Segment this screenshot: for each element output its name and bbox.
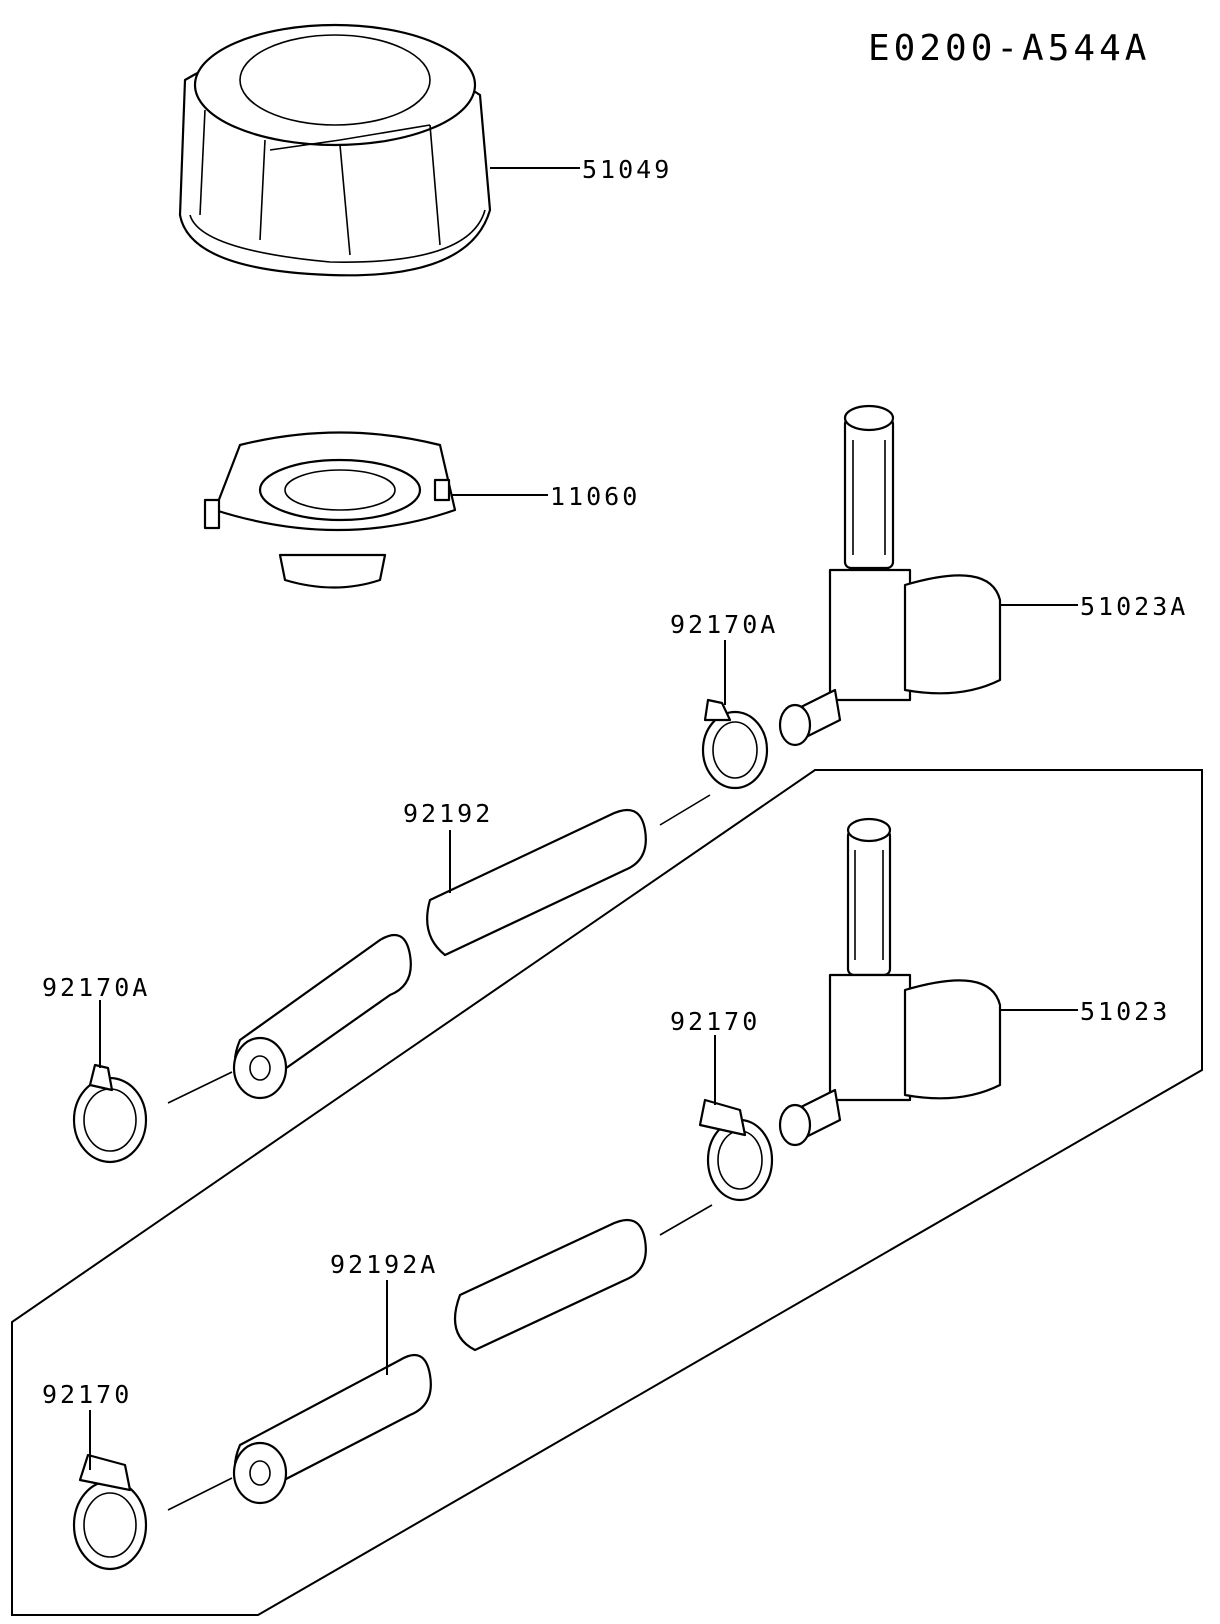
clamp-a-upper-drawing (701, 698, 769, 790)
label-fuel-cap[interactable]: 51049 (582, 155, 672, 184)
fuel-cock-drawing (778, 817, 1002, 1147)
label-clamp-a-lower[interactable]: 92170A (42, 973, 150, 1002)
label-clamp-a-upper[interactable]: 92170A (670, 610, 778, 639)
fuel-cap-drawing (178, 23, 492, 277)
label-hose-b[interactable]: 92192A (330, 1250, 438, 1279)
label-clamp-lower[interactable]: 92170 (42, 1380, 132, 1409)
label-fuel-cock[interactable]: 51023 (1080, 997, 1170, 1026)
label-clamp-upper[interactable]: 92170 (670, 1007, 760, 1036)
clamp-a-lower-drawing (72, 1063, 148, 1164)
fuel-cock-a-drawing (778, 404, 1002, 747)
filler-neck-drawing (203, 431, 457, 589)
hose-b-drawing (232, 1218, 647, 1505)
label-hose-a[interactable]: 92192 (403, 799, 493, 828)
diagram-code: E0200-A544A (868, 28, 1150, 69)
clamp-upper-drawing (698, 1098, 774, 1202)
clamp-lower-drawing (72, 1453, 148, 1571)
hose-a-drawing (232, 808, 647, 1100)
label-filler-neck[interactable]: 11060 (550, 482, 640, 511)
label-fuel-cock-a[interactable]: 51023A (1080, 592, 1188, 621)
